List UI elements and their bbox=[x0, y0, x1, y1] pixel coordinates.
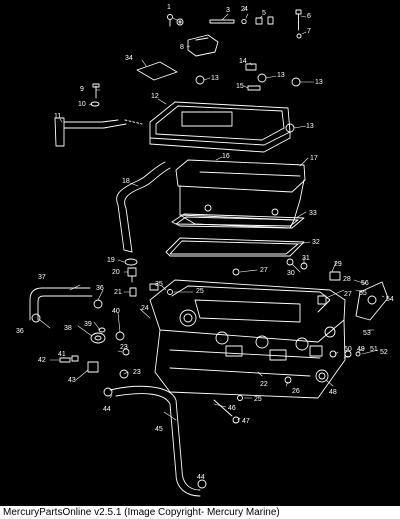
callout-label: 8 bbox=[180, 44, 184, 51]
callout-label: 37 bbox=[38, 274, 46, 281]
intake-manifold bbox=[149, 279, 346, 399]
gasket-34 bbox=[136, 61, 178, 81]
callout-label: 49 bbox=[357, 346, 365, 353]
callout-label: 54 bbox=[386, 296, 394, 303]
callout-label: 47 bbox=[242, 418, 250, 425]
callout-label: 32 bbox=[312, 239, 320, 246]
callout-label: 42 bbox=[38, 357, 46, 364]
callout-label: 52 bbox=[380, 349, 388, 356]
callout-label: 48 bbox=[329, 389, 337, 396]
callout-label: 27 bbox=[260, 267, 268, 274]
callout-label: 28 bbox=[343, 276, 351, 283]
bracket-11 bbox=[54, 117, 127, 147]
hose-18 bbox=[116, 161, 171, 253]
callout-label: 38 bbox=[64, 325, 72, 332]
callout-label: 35 bbox=[155, 281, 163, 288]
callout-label: 21 bbox=[114, 289, 122, 296]
callout-label: 10 bbox=[78, 101, 86, 108]
callout-label: 20 bbox=[112, 269, 120, 276]
callout-label: 2 bbox=[241, 6, 245, 13]
callout-label: 53 bbox=[363, 330, 371, 337]
callout-label: 27 bbox=[344, 291, 352, 298]
callout-label: 44 bbox=[103, 406, 111, 413]
leader-lines bbox=[39, 13, 385, 421]
callout-label: 40 bbox=[112, 308, 120, 315]
callout-label: 29 bbox=[334, 261, 342, 268]
callout-label: 30 bbox=[287, 270, 295, 277]
callout-label: 18 bbox=[122, 178, 130, 185]
callout-label: 45 bbox=[155, 426, 163, 433]
callout-label: 36 bbox=[96, 285, 104, 292]
callout-label: 22 bbox=[260, 381, 268, 388]
callout-label: 44 bbox=[197, 474, 205, 481]
callout-label: 33 bbox=[309, 210, 317, 217]
cover-plate-12 bbox=[149, 101, 291, 153]
callout-label: 12 bbox=[151, 93, 159, 100]
callout-label: 43 bbox=[68, 377, 76, 384]
callout-label: 26 bbox=[292, 388, 300, 395]
callout-label: 5 bbox=[262, 10, 266, 17]
callout-label: 39 bbox=[84, 321, 92, 328]
callout-label: 9 bbox=[80, 86, 84, 93]
callout-label: 17 bbox=[310, 155, 318, 162]
callout-label: 24 bbox=[141, 305, 149, 312]
hose-37 bbox=[29, 287, 93, 321]
callout-label: 55 bbox=[359, 290, 367, 297]
callout-label: 13 bbox=[306, 123, 314, 130]
callout-label: 46 bbox=[228, 405, 236, 412]
callout-label: 56 bbox=[361, 280, 369, 287]
hardware-group-top bbox=[167, 9, 302, 57]
callout-label: 34 bbox=[125, 55, 133, 62]
callout-label: 23 bbox=[120, 344, 128, 351]
callout-label: 23 bbox=[133, 369, 141, 376]
callout-label: 41 bbox=[58, 351, 66, 358]
callout-labels: 1 2 3 4 5 6 7 8 9 10 11 12 13 13 13 13 1… bbox=[16, 4, 394, 481]
callout-label: 31 bbox=[302, 255, 310, 262]
callout-label: 14 bbox=[239, 58, 247, 65]
callout-label: 15 bbox=[236, 83, 244, 90]
gasket-32 bbox=[165, 237, 305, 257]
callout-label: 11 bbox=[54, 113, 61, 120]
callout-label: 3 bbox=[226, 7, 230, 14]
callout-label: 13 bbox=[315, 79, 323, 86]
callout-label: 25 bbox=[254, 396, 262, 403]
callout-label: 1 bbox=[167, 4, 171, 11]
callout-label: 4 bbox=[244, 6, 248, 13]
bracket-54 bbox=[355, 281, 389, 321]
callout-label: 25 bbox=[196, 288, 204, 295]
callout-label: 51 bbox=[370, 346, 378, 353]
callout-label: 36 bbox=[16, 328, 24, 335]
gasket-33 bbox=[171, 213, 305, 229]
copyright-footer: MercuryPartsOnline v2.5.1 (Image Copyrig… bbox=[0, 506, 400, 519]
callout-label: 19 bbox=[107, 257, 115, 264]
callout-label: 50 bbox=[344, 346, 352, 353]
callout-label: 13 bbox=[277, 72, 285, 79]
callout-label: 13 bbox=[211, 75, 219, 82]
callout-label: 7 bbox=[307, 28, 311, 35]
callout-label: 6 bbox=[307, 13, 311, 20]
callout-label: 16 bbox=[222, 153, 230, 160]
hose-45 bbox=[109, 385, 201, 497]
